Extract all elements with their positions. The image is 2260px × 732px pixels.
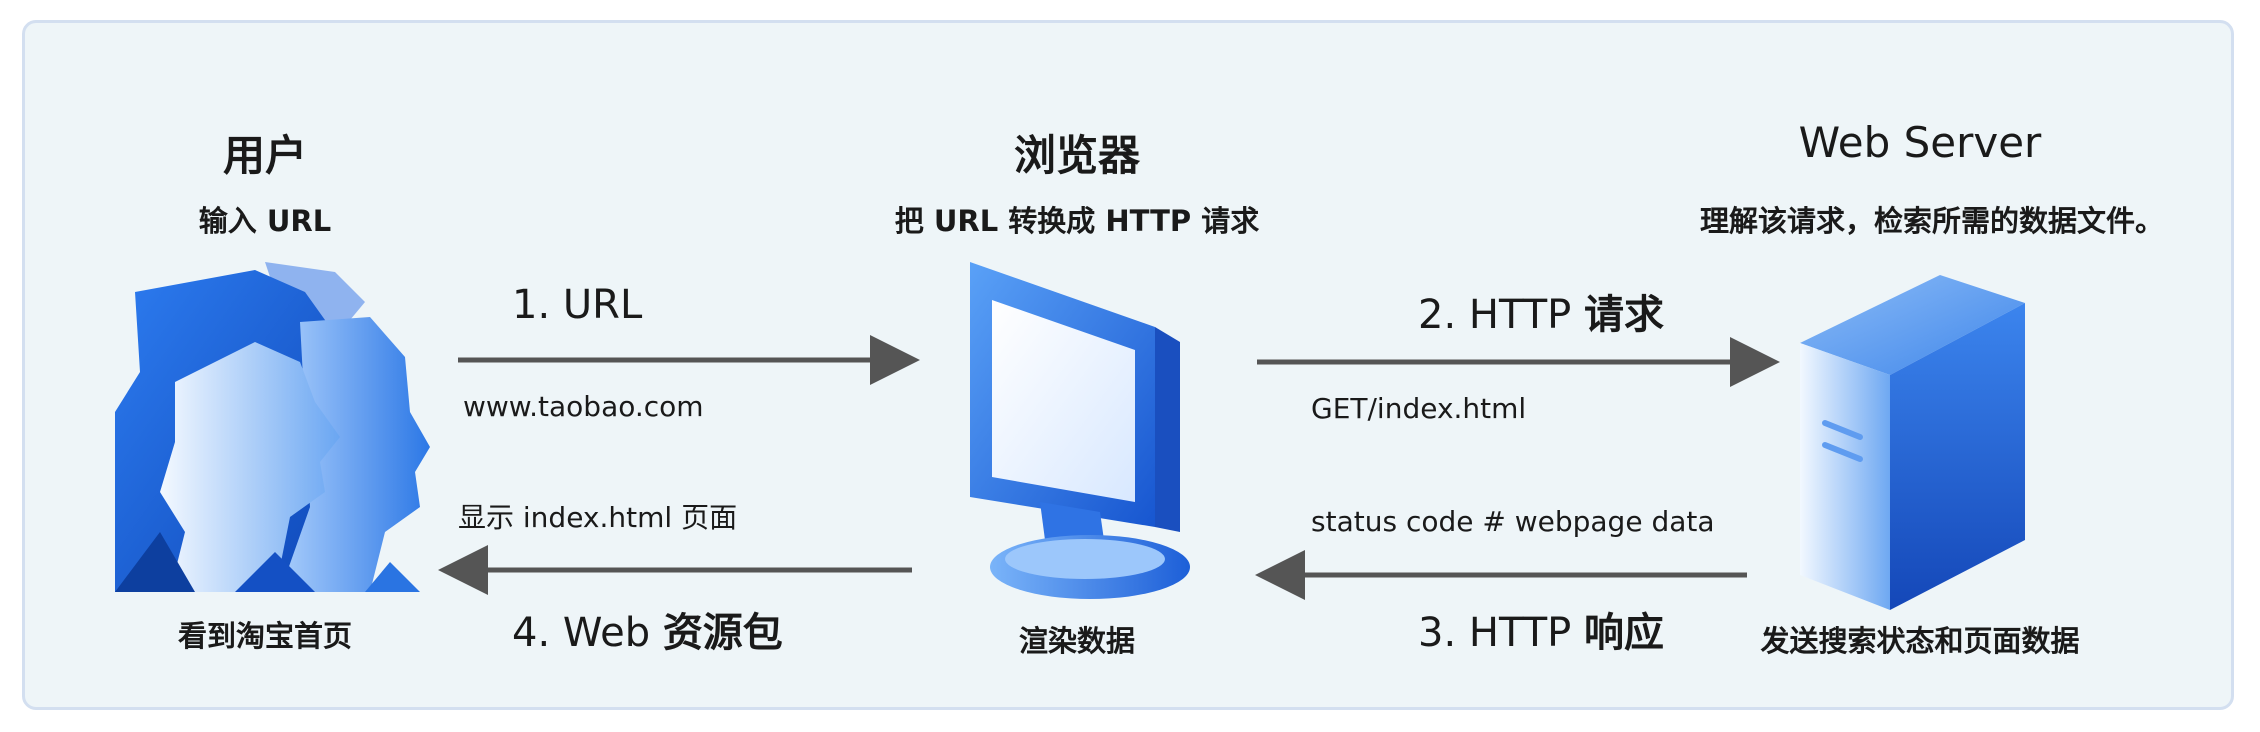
step1-label: 1. URL xyxy=(512,282,643,328)
step3-detail: status code # webpage data xyxy=(1311,505,1715,538)
server-icon xyxy=(1800,275,2025,610)
user-title: 用户 xyxy=(222,131,308,180)
step2-label-cjk: 请求 xyxy=(1583,292,1664,338)
step4-label-prefix: 4. Web xyxy=(512,610,663,656)
step4-detail: 显示 index.html 页面 xyxy=(458,501,738,534)
user-subtitle: 输入 URL xyxy=(198,204,332,238)
step2-label-prefix: 2. HTTP xyxy=(1418,292,1584,338)
step3-label: 3. HTTP 响应 xyxy=(1418,600,1664,658)
users-icon xyxy=(115,262,430,592)
server-title: Web Server xyxy=(1798,118,2042,167)
step4-label: 4. Web 资源包 xyxy=(512,600,783,658)
server-caption: 发送搜索状态和页面数据 xyxy=(1760,624,2080,658)
browser-caption: 渲染数据 xyxy=(1018,624,1136,658)
step4-label-cjk: 资源包 xyxy=(662,610,783,656)
browser-title: 浏览器 xyxy=(1013,131,1141,180)
step1-detail: www.taobao.com xyxy=(463,390,704,423)
server-subtitle: 理解该请求，检索所需的数据文件。 xyxy=(1699,204,2165,238)
step3-label-prefix: 3. HTTP xyxy=(1418,610,1584,656)
step3-label-cjk: 响应 xyxy=(1583,610,1664,656)
browser-subtitle: 把 URL 转换成 HTTP 请求 xyxy=(894,204,1260,238)
monitor-icon xyxy=(970,262,1190,599)
step2-label: 2. HTTP 请求 xyxy=(1418,282,1664,340)
step2-detail: GET/index.html xyxy=(1311,392,1527,425)
user-caption: 看到淘宝首页 xyxy=(177,619,353,653)
